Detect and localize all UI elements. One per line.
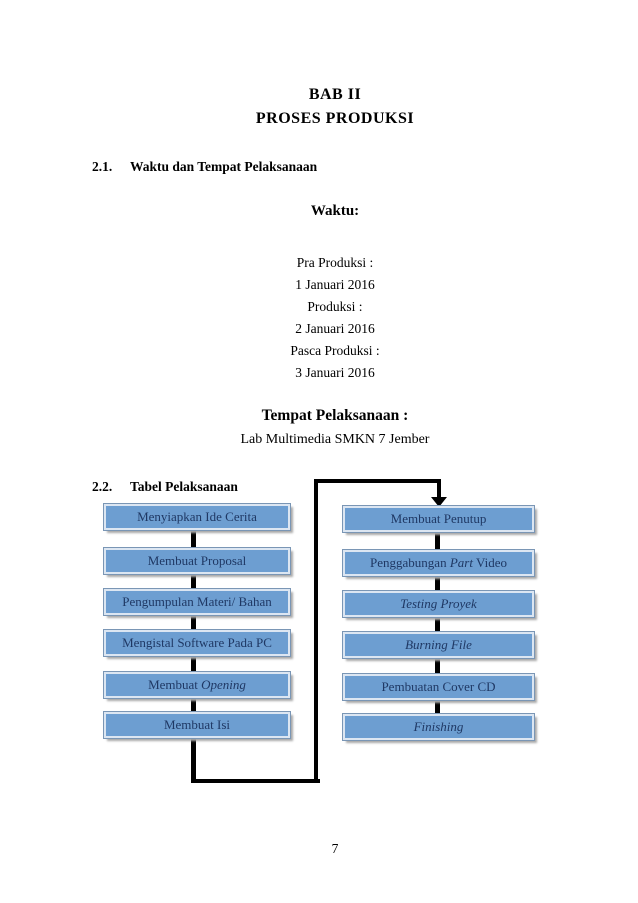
flowchart-box: Pengumpulan Materi/ Bahan (103, 588, 291, 616)
section-title: Waktu dan Tempat Pelaksanaan (130, 159, 318, 174)
connector-right-vertical-line (435, 520, 440, 735)
chapter-title: BAB II (308, 86, 362, 103)
flowchart-box-label: Menyiapkan Ide Cerita (137, 509, 257, 524)
flowchart-box-label: Pengumpulan Materi/ Bahan (122, 594, 272, 609)
connector-bottom-horizontal-line (191, 779, 320, 783)
flowchart-box-label: Video (472, 555, 507, 570)
flowchart-box-label: Opening (201, 677, 246, 692)
flowchart-box: Membuat Isi (103, 711, 291, 739)
flowchart-box: Penggabungan Part Video (342, 549, 535, 577)
waktu-line: Pra Produksi : (296, 255, 374, 270)
flowchart-box-label: Membuat Isi (163, 717, 231, 732)
flowchart-box: Menyiapkan Ide Cerita (103, 503, 291, 531)
flowchart-box-label: Part (449, 555, 473, 570)
flowchart-box-label: Penggabungan (370, 555, 450, 570)
waktu-line: Pasca Produksi : (290, 343, 380, 358)
section-number: 2.2. (92, 479, 113, 494)
waktu-line: 1 Januari 2016 (295, 277, 375, 292)
tempat-location: Lab Multimedia SMKN 7 Jember (240, 432, 430, 447)
flowchart-box-label: Membuat Proposal (147, 553, 247, 568)
flowchart-box: Membuat Penutup (342, 505, 535, 533)
flowchart-box-label: Pembuatan Cover CD (381, 679, 496, 694)
section-heading-tabel-pelaksanaan: 2.2. Tabel Pelaksanaan (92, 479, 238, 495)
connector-main-vertical-line (314, 479, 318, 783)
connector-top-horizontal-line (314, 479, 440, 483)
chapter-subtitle: PROSES PRODUKSI (255, 110, 415, 127)
flowchart-box: Finishing (342, 713, 535, 741)
arrow-down-icon (431, 497, 447, 507)
section-title: Tabel Pelaksanaan (130, 479, 238, 494)
flowchart-box-label: Mengistal Software Pada PC (122, 635, 272, 650)
page-number: 7 (331, 841, 339, 856)
flowchart-box-label: Membuat Penutup (390, 511, 487, 526)
flowchart-box: Pembuatan Cover CD (342, 673, 535, 701)
flowchart-box-label: Testing Proyek (400, 596, 477, 611)
flowchart-box: Membuat Opening (103, 671, 291, 699)
flowchart-box: Mengistal Software Pada PC (103, 629, 291, 657)
waktu-line: 3 Januari 2016 (295, 365, 375, 380)
flowchart-box: Testing Proyek (342, 590, 535, 618)
waktu-heading: Waktu: (310, 203, 360, 219)
connector-arrow-stem (437, 479, 441, 498)
flowchart-box-label: Finishing (413, 719, 464, 734)
flowchart-box: Burning File (342, 631, 535, 659)
flowchart-box-label: Burning File (405, 637, 472, 652)
section-heading-waktu-dan-tempat: 2.1. Waktu dan Tempat Pelaksanaan (92, 159, 317, 175)
waktu-line: Produksi : (307, 299, 363, 314)
section-number: 2.1. (92, 159, 113, 174)
tempat-heading: Tempat Pelaksanaan : (261, 407, 409, 424)
flowchart-box: Membuat Proposal (103, 547, 291, 575)
flowchart-box-label: Membuat (148, 677, 202, 692)
waktu-line: 2 Januari 2016 (295, 321, 375, 336)
